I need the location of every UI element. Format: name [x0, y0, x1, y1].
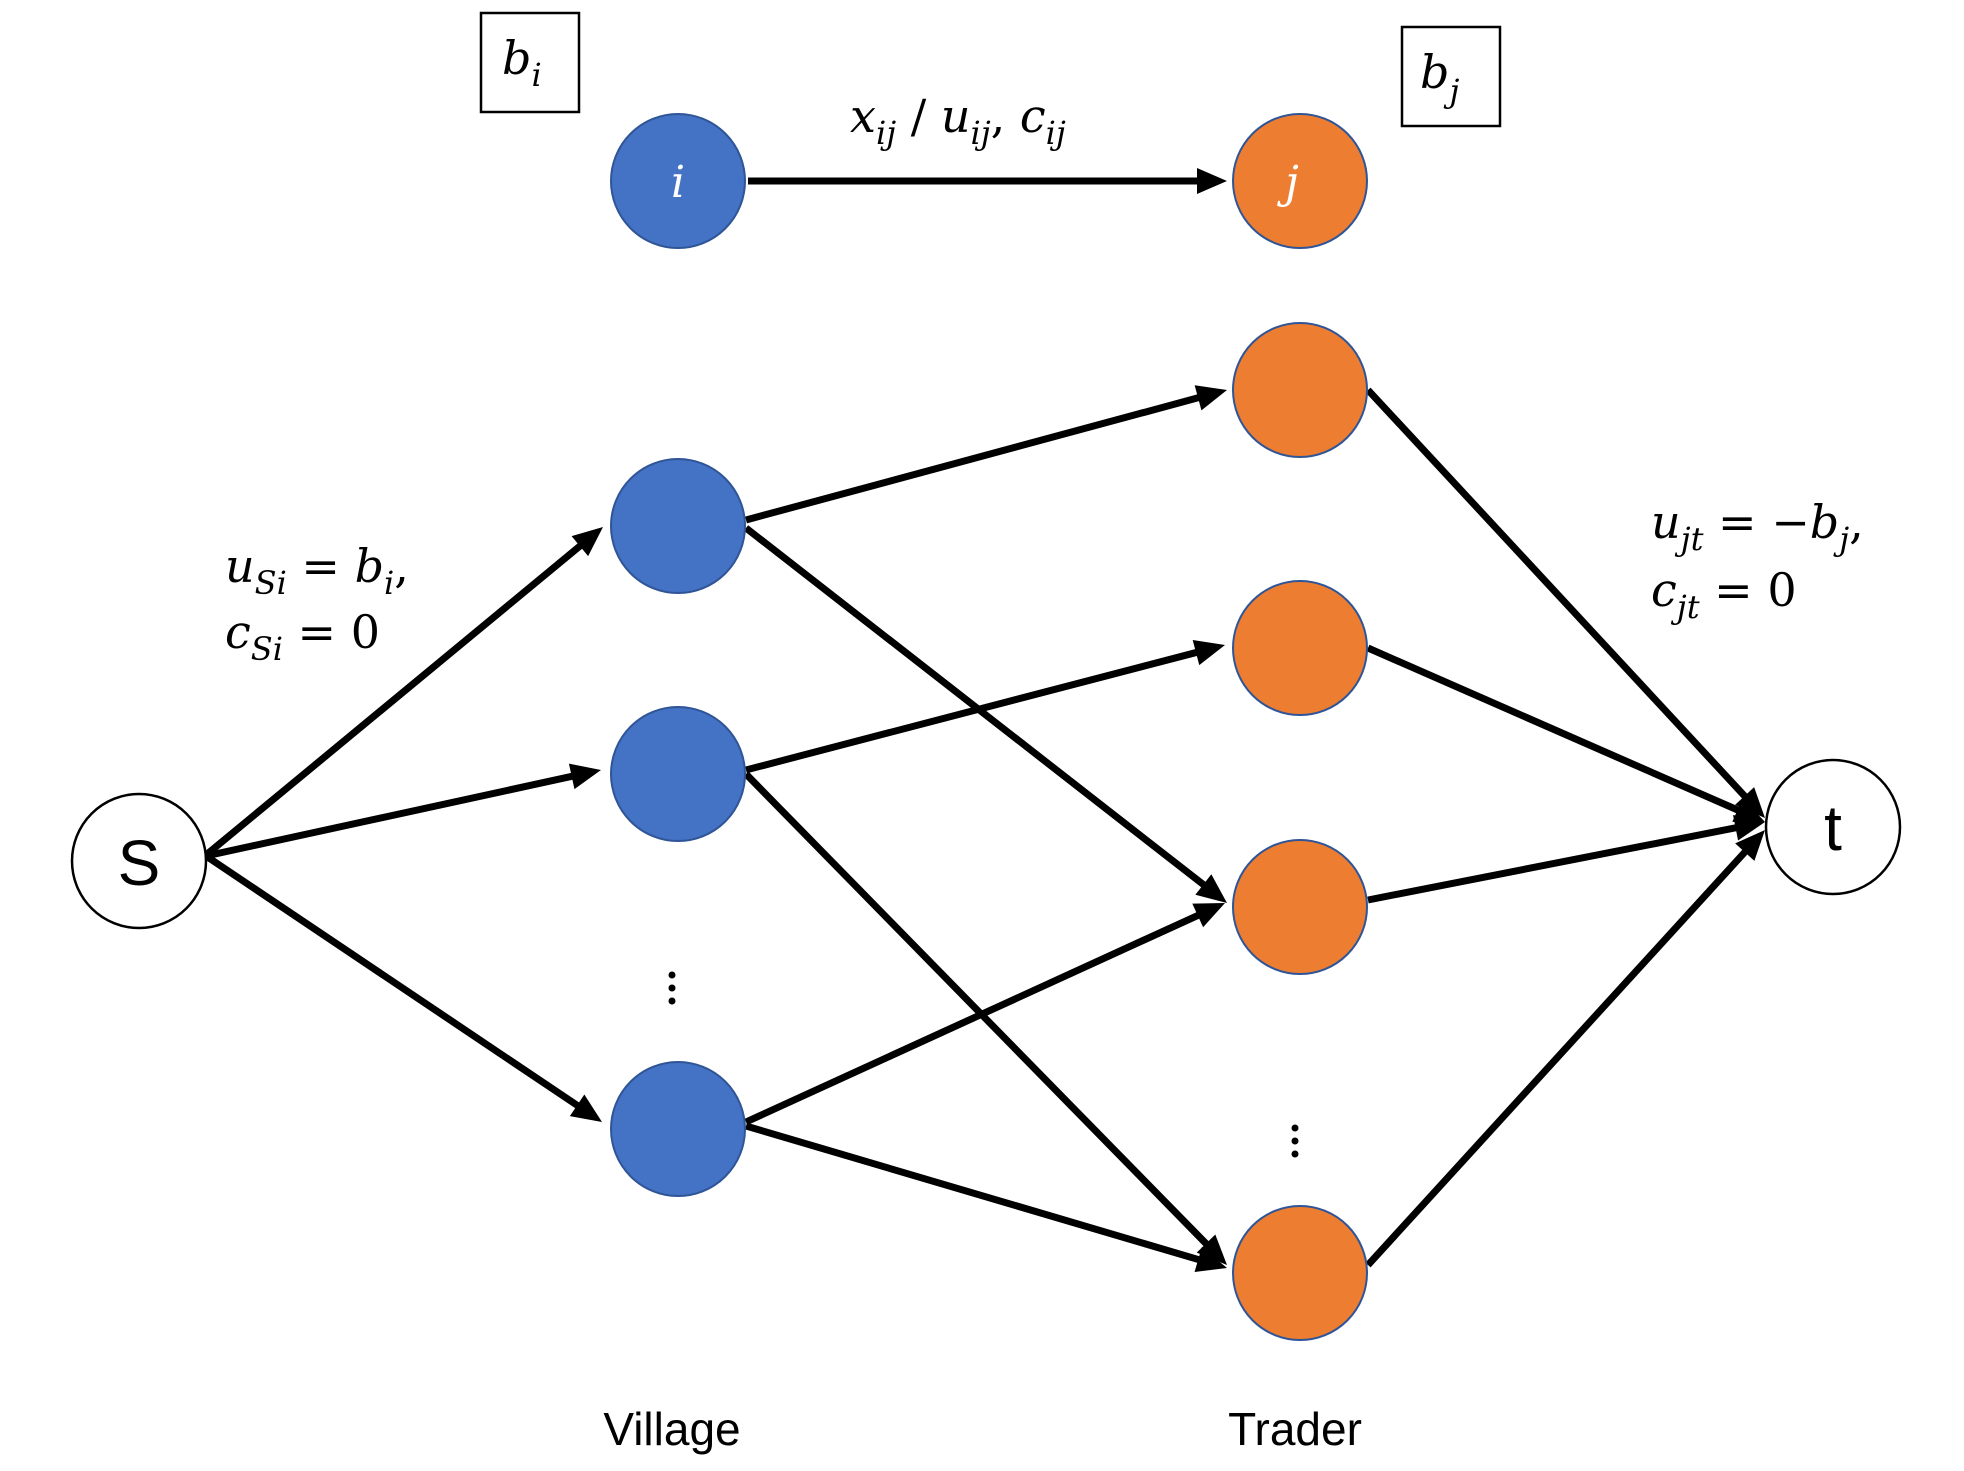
trader-column-label: Trader	[1228, 1403, 1362, 1455]
edge-v1-t1-line	[745, 393, 1201, 524]
svg-text:cjt = 0: cjt = 0	[1651, 563, 1797, 626]
edge-s-v2-line	[205, 772, 575, 860]
edge-v3-t3-line	[744, 911, 1201, 1126]
edge-t1-sink-line	[1365, 387, 1749, 800]
edge-s-v1-line	[203, 542, 584, 858]
svg-text:t: t	[1824, 792, 1842, 864]
svg-text:ujt = −bj,: ujt = −bj,	[1651, 495, 1864, 558]
edge-t3-sink-line	[1367, 823, 1739, 904]
trader-node-2	[1232, 580, 1368, 716]
edge-v3-t4	[745, 1122, 1227, 1272]
edge-v1-t1-arrowhead	[1194, 385, 1227, 411]
edge-v2-t4	[743, 771, 1227, 1265]
edge-s-v1	[203, 527, 603, 858]
edge-s-v3	[204, 853, 602, 1122]
trader-node-4	[1232, 1205, 1368, 1341]
edge-t1-sink-arrowhead	[1735, 787, 1765, 818]
village-node-3	[610, 1061, 746, 1197]
edge-v1-t3-arrowhead	[1195, 874, 1227, 903]
edge-t4-sink-line	[1365, 848, 1749, 1268]
edge-t2-sink-line	[1366, 644, 1741, 814]
svg-text:bi: bi	[502, 31, 542, 94]
edge-v2-t2	[745, 639, 1225, 774]
source-node: S	[70, 792, 208, 930]
edge-s-v1-arrowhead	[571, 527, 603, 557]
village-column-label: Village	[603, 1403, 740, 1455]
sink-arc-label: ujt = −bj, cjt = 0	[1651, 495, 1864, 626]
edge-v2-t4-line	[743, 771, 1210, 1248]
trader-ellipsis	[1291, 1124, 1299, 1158]
edge-s-v3-line	[204, 853, 581, 1110]
edge-t2-sink	[1366, 644, 1765, 822]
trader-node-1	[1232, 322, 1368, 458]
svg-text:cSi = 0: cSi = 0	[225, 605, 380, 668]
legend-box-bj: bj	[1400, 25, 1502, 128]
edge-t4-sink	[1365, 830, 1765, 1268]
edge-s-v2-arrowhead	[568, 763, 601, 790]
edge-s-v3-arrowhead	[569, 1094, 602, 1122]
edge-s-v2	[205, 763, 601, 860]
svg-text:i: i	[671, 157, 685, 208]
edge-v3-t4-line	[745, 1122, 1202, 1264]
trader-node-3	[1232, 839, 1368, 975]
legend-node-j: j	[1232, 113, 1368, 249]
edge-v2-t2-arrowhead	[1192, 639, 1225, 666]
sink-node: t	[1764, 758, 1902, 896]
edge-v2-t2-line	[745, 648, 1199, 774]
svg-text:S: S	[118, 827, 161, 899]
village-ellipsis	[668, 971, 676, 1005]
legend-edge-i-j-arrowhead	[1197, 168, 1227, 194]
edge-v3-t3-arrowhead	[1192, 903, 1225, 928]
svg-text:uSi = bi,: uSi = bi,	[225, 539, 409, 602]
edge-t1-sink	[1365, 387, 1765, 818]
village-node-2	[610, 706, 746, 842]
legend-arc-label: xij / uij, cij	[850, 89, 1066, 152]
edge-v3-t4-arrowhead	[1194, 1247, 1227, 1272]
edge-t2-sink-arrowhead	[1732, 798, 1765, 822]
legend-edge-i-j	[748, 168, 1227, 194]
edge-t3-sink-arrowhead	[1733, 815, 1765, 841]
village-node-1	[610, 458, 746, 594]
legend-box-bi: bi	[479, 11, 581, 114]
edge-t3-sink	[1367, 815, 1765, 904]
edge-t4-sink-arrowhead	[1735, 830, 1765, 861]
source-arc-label: uSi = bi, cSi = 0	[225, 539, 409, 668]
legend-node-i: i	[610, 113, 746, 249]
edge-v1-t1	[745, 385, 1227, 524]
edge-v2-t4-arrowhead	[1196, 1234, 1227, 1265]
edge-v3-t3	[744, 903, 1225, 1126]
